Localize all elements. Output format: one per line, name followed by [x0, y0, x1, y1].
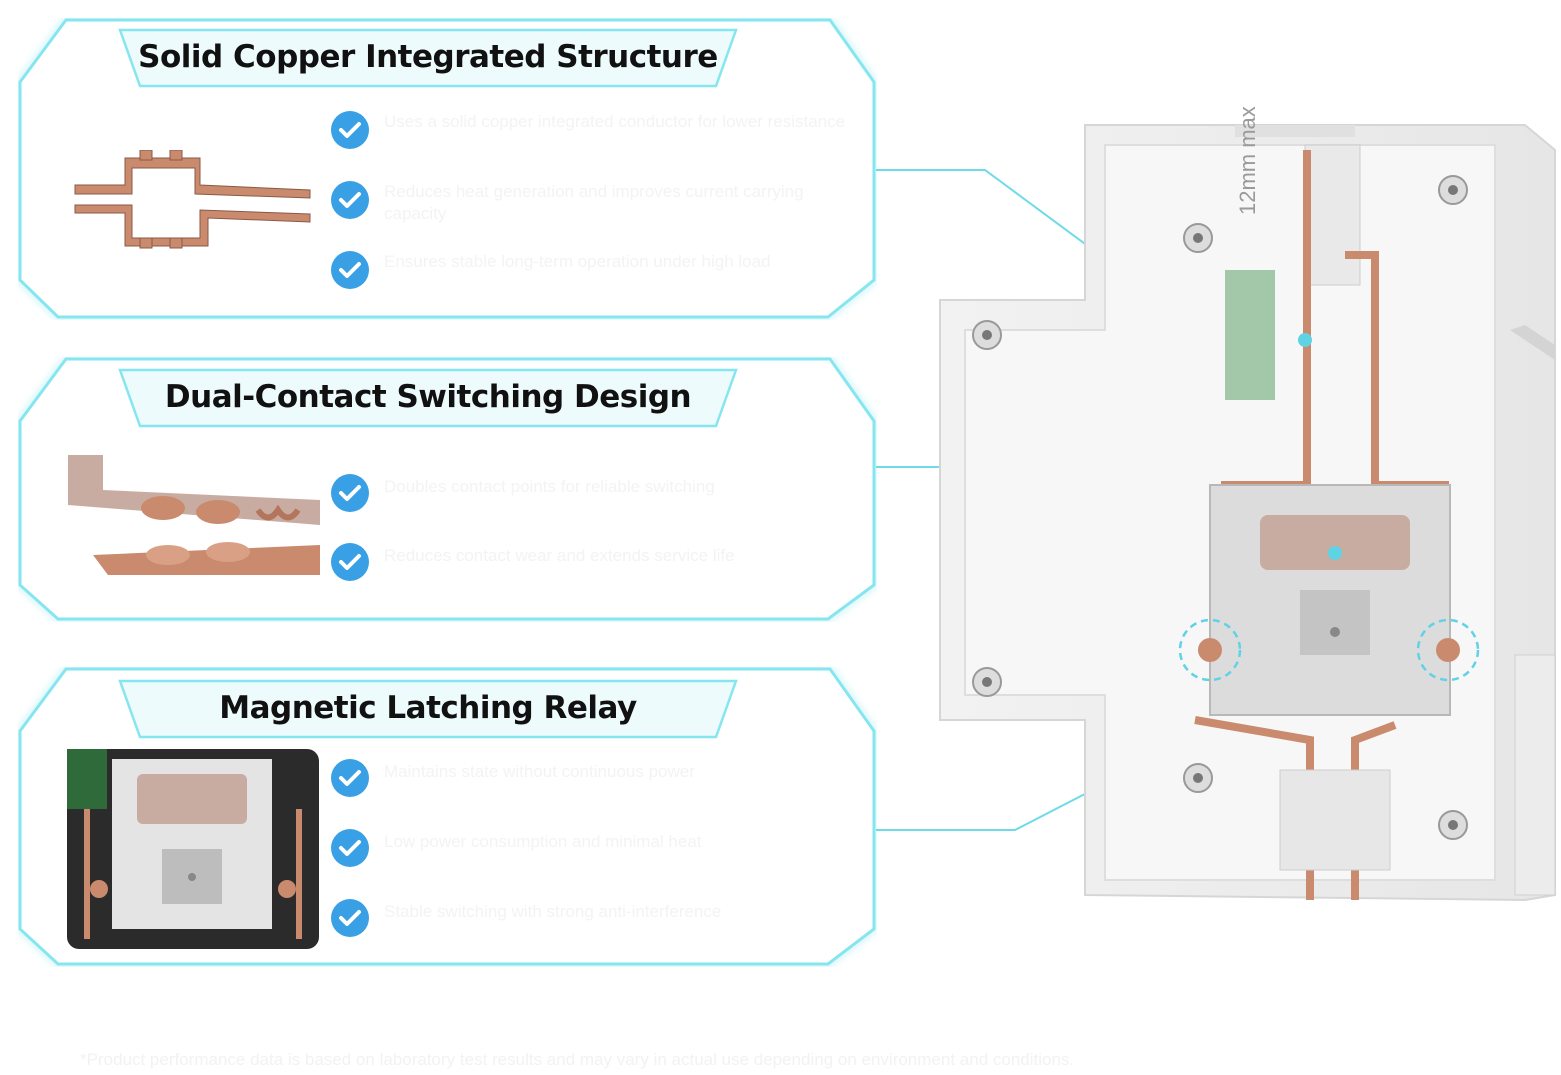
feature-text: Uses a solid copper integrated conductor…	[384, 112, 846, 131]
check-icon	[331, 829, 369, 867]
panel-title: Magnetic Latching Relay	[219, 690, 637, 726]
dual-contact-image	[68, 450, 320, 595]
feature-text: Low power consumption and minimal heat	[384, 832, 702, 851]
copper-conductor-image	[70, 149, 315, 255]
check-icon	[331, 759, 369, 797]
feature-text: Stable switching with strong anti-interf…	[384, 902, 722, 921]
check-icon	[331, 251, 369, 289]
check-icon	[331, 111, 369, 149]
panel-1-title-tab: Solid Copper Integrated Structure	[118, 28, 738, 88]
check-icon	[331, 474, 369, 512]
check-icon	[331, 181, 369, 219]
feature-text: Ensures stable long-term operation under…	[384, 252, 771, 271]
panel-2-title-tab: Dual-Contact Switching Design	[118, 368, 738, 428]
feature-text: Doubles contact points for reliable swit…	[384, 477, 715, 496]
feature-text: Reduces heat generation and improves cur…	[384, 182, 804, 223]
footnote: *Product performance data is based on la…	[80, 1050, 1075, 1069]
check-icon	[331, 543, 369, 581]
feature-text: Maintains state without continuous power	[384, 762, 695, 781]
panel-3-title-tab: Magnetic Latching Relay	[118, 679, 738, 739]
device-label: 12mm max	[1235, 106, 1260, 215]
panel-title: Solid Copper Integrated Structure	[138, 39, 718, 75]
device-illustration: 12mm max	[935, 106, 1561, 925]
relay-image	[67, 749, 319, 954]
feature-text: Reduces contact wear and extends service…	[384, 546, 735, 565]
panel-title: Dual-Contact Switching Design	[164, 379, 692, 415]
check-icon	[331, 899, 369, 937]
